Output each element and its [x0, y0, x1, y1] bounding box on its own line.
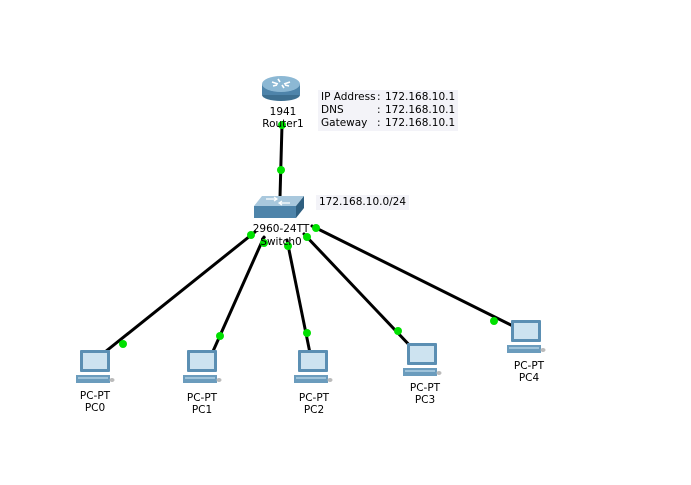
pc1-name-label[interactable]: PC1 [191, 404, 213, 416]
switch-model-label: 2960-24TT [252, 223, 310, 235]
note-value: 172.168.10.1 [385, 91, 456, 103]
router-icon[interactable] [262, 76, 300, 101]
link-light-switch-pc4 [312, 224, 320, 232]
link-light-pc1 [216, 332, 224, 340]
pc4-icon[interactable] [507, 320, 546, 353]
link-switch-pc2[interactable] [285, 238, 313, 360]
link-light-switch-pc2 [284, 242, 292, 250]
note-key: DNS [321, 104, 344, 116]
link-switch-pc4[interactable] [310, 224, 519, 330]
pc1-icon[interactable] [183, 350, 222, 383]
router-info-note[interactable]: IP Address : 172.168.10.1 DNS : 172.168.… [318, 90, 459, 131]
link-light-pc4 [490, 317, 498, 325]
pc0-icon[interactable] [76, 350, 115, 383]
note-value: 172.168.10.1 [385, 104, 456, 116]
pc2-model-label: PC-PT [298, 392, 330, 404]
switch-icon[interactable] [254, 196, 304, 218]
link-light-router [278, 121, 286, 129]
note-value: 172.168.10.1 [385, 117, 456, 129]
pc3-model-label: PC-PT [409, 382, 441, 394]
pc4-name-label[interactable]: PC4 [518, 372, 540, 384]
pc3-icon[interactable] [403, 343, 442, 376]
pc2-icon[interactable] [294, 350, 333, 383]
link-switch-pc1[interactable] [208, 235, 266, 360]
pc1-model-label: PC-PT [186, 392, 218, 404]
router-model-label: 1941 [269, 106, 297, 118]
link-light-switch-pc3 [303, 233, 311, 241]
switch-network-note[interactable]: 172.168.10.0/24 [316, 195, 410, 210]
link-light-switch-pc1 [260, 239, 268, 247]
pc3-name-label[interactable]: PC3 [414, 394, 436, 406]
note-separator: : [377, 117, 381, 129]
pc2-name-label[interactable]: PC2 [303, 404, 325, 416]
note-separator: : [377, 104, 381, 116]
note-separator: : [377, 91, 381, 103]
link-light-switch-router [277, 166, 285, 174]
link-switch-pc0[interactable] [93, 230, 257, 362]
router-name-label[interactable]: Router1 [262, 118, 304, 130]
link-light-switch-pc0 [247, 231, 255, 239]
link-lights [119, 121, 498, 348]
network-address: 172.168.10.0/24 [319, 196, 407, 208]
link-light-pc3 [394, 327, 402, 335]
links [93, 123, 519, 362]
link-router-switch[interactable] [278, 123, 284, 199]
pc0-model-label: PC-PT [79, 390, 111, 402]
pc4-model-label: PC-PT [513, 360, 545, 372]
pc0-name-label[interactable]: PC0 [84, 402, 106, 414]
note-key: Gateway [321, 117, 368, 129]
note-row-dns: DNS : 172.168.10.1 [321, 104, 455, 117]
note-row-gateway: Gateway : 172.168.10.1 [321, 117, 455, 130]
note-key: IP Address [321, 91, 376, 103]
link-light-pc0 [119, 340, 127, 348]
switch-name-label[interactable]: Switch0 [260, 236, 302, 248]
note-row-ip: IP Address : 172.168.10.1 [321, 91, 455, 104]
link-light-pc2 [303, 329, 311, 337]
